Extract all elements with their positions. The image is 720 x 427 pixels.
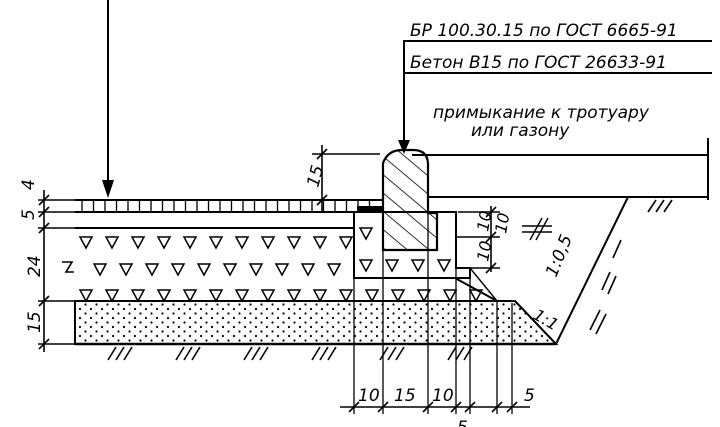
stone-triangle xyxy=(118,263,134,277)
break-symbol xyxy=(62,261,74,273)
dim-right-b: 10 xyxy=(491,211,513,234)
stone-triangle xyxy=(78,289,94,303)
stone-triangle xyxy=(358,259,374,273)
stone-triangle xyxy=(182,236,198,250)
stone-triangle xyxy=(312,289,328,303)
sidewalk-surface xyxy=(412,138,709,200)
adjoining-note: примыкание к тротуару или газону xyxy=(433,103,650,141)
stone-triangle xyxy=(182,289,198,303)
ground-hatch xyxy=(251,346,261,361)
stone-triangle xyxy=(260,236,276,250)
ground-hatch xyxy=(183,346,193,361)
foundation-right-dimensions: 10 10 10 xyxy=(456,206,513,274)
pavement-tiles xyxy=(75,199,384,213)
slope-steep-label: 1:0,5 xyxy=(542,232,577,280)
stone-triangle xyxy=(436,259,452,273)
ground-hatch xyxy=(319,346,329,361)
crushed-stone-layer xyxy=(78,236,484,303)
stone-triangle xyxy=(78,236,94,250)
stone-triangle xyxy=(260,289,276,303)
stone-triangle xyxy=(144,263,160,277)
stone-triangle xyxy=(104,289,120,303)
dim-left-24: 24 xyxy=(25,255,45,277)
ground-hatch xyxy=(123,346,133,361)
stone-triangle xyxy=(92,263,108,277)
dim-bottom-b: 15 xyxy=(394,386,416,406)
dim-bottom-a: 10 xyxy=(358,386,380,406)
dim-right-a: 10 xyxy=(473,209,495,232)
stone-triangle xyxy=(390,289,406,303)
ground-hatch-bottom xyxy=(75,342,556,361)
ground-hatch xyxy=(463,346,473,361)
stone-triangle xyxy=(338,289,354,303)
stone-triangle xyxy=(410,259,426,273)
stone-triangle xyxy=(222,263,238,277)
callout-line-1: БР 100.30.15 по ГОСТ 6665-91 xyxy=(410,21,678,41)
stone-triangle xyxy=(274,263,290,277)
ground-hatch-right xyxy=(589,199,673,335)
stone-triangle xyxy=(170,263,186,277)
stone-triangle xyxy=(364,289,380,303)
dim-bottom-e: 5 xyxy=(457,418,468,427)
ground-hatch xyxy=(115,346,125,361)
stone-triangle xyxy=(300,263,316,277)
dim-right-c: 10 xyxy=(473,239,495,262)
stone-triangle xyxy=(234,236,250,250)
note-line-1: примыкание к тротуару xyxy=(433,103,650,123)
ground-hatch xyxy=(455,346,465,361)
stone-triangle xyxy=(104,236,120,250)
left-dimension-chain: 4 5 24 15 xyxy=(19,179,82,352)
stone-triangle xyxy=(156,236,172,250)
stone-triangle xyxy=(248,263,264,277)
ground-hatch xyxy=(327,346,337,361)
dim-bottom-c: 10 xyxy=(432,386,454,406)
sand-subbase xyxy=(74,300,559,345)
ground-hatch xyxy=(259,346,269,361)
stone-triangle xyxy=(442,289,458,303)
ground-hatch xyxy=(311,346,321,361)
ground-hatch xyxy=(107,346,117,361)
stone-triangle xyxy=(196,263,212,277)
stone-triangle xyxy=(326,263,342,277)
leader-arrow-left xyxy=(102,0,114,198)
stone-triangle xyxy=(312,236,328,250)
callout-line-2: Бетон В15 по ГОСТ 26633-91 xyxy=(410,53,667,73)
stone-triangle xyxy=(156,289,172,303)
ground-hatch xyxy=(447,346,457,361)
cross-hatch-symbol xyxy=(522,217,552,241)
stone-triangle xyxy=(234,289,250,303)
ground-hatch xyxy=(379,346,389,361)
curb-stone xyxy=(381,148,439,252)
stone-triangle xyxy=(130,236,146,250)
ground-hatch xyxy=(175,346,185,361)
ground-hatch xyxy=(395,346,405,361)
dim-curb-top: 15 xyxy=(304,163,329,189)
ground-hatch xyxy=(243,346,253,361)
bottom-dimension-chain: 10 15 10 5 5 xyxy=(340,213,535,427)
note-line-2: или газону xyxy=(471,121,570,141)
ground-hatch xyxy=(387,346,397,361)
stone-triangle xyxy=(358,227,374,241)
stone-triangle xyxy=(416,289,432,303)
stone-triangle xyxy=(208,236,224,250)
stone-triangle xyxy=(286,289,302,303)
dim-left-5: 5 xyxy=(19,209,39,220)
dim-left-4: 4 xyxy=(19,179,39,190)
stone-triangle xyxy=(286,236,302,250)
stone-triangle xyxy=(384,259,400,273)
dim-left-15: 15 xyxy=(25,311,45,333)
dim-bottom-d: 5 xyxy=(524,386,535,406)
material-callout: БР 100.30.15 по ГОСТ 6665-91 Бетон В15 п… xyxy=(398,21,712,154)
stone-triangle xyxy=(208,289,224,303)
ground-hatch xyxy=(191,346,201,361)
stone-triangle xyxy=(338,236,354,250)
stone-triangle xyxy=(130,289,146,303)
curb-height-dimension: 15 xyxy=(304,145,380,212)
